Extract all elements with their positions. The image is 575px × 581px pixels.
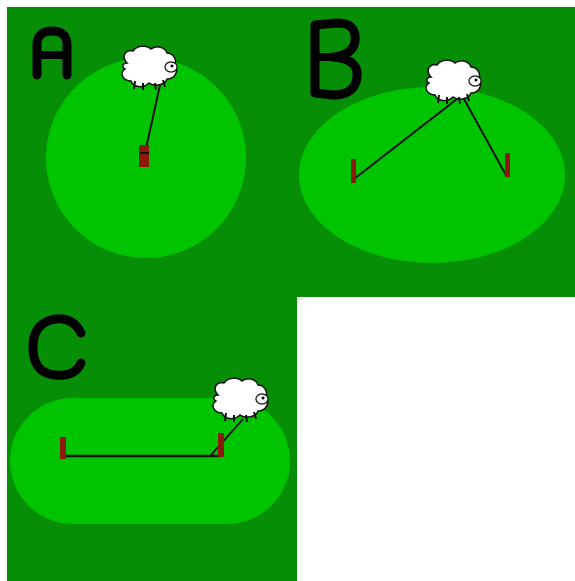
panel-a [7,7,295,297]
panel-b-stake-right-icon [505,153,510,177]
panel-c-sheep-icon [212,377,269,423]
panel-c-stake-left-icon [60,437,66,459]
panel-a-rope [144,84,161,154]
panel-a-svg [7,7,295,297]
panel-c-stake-right-icon [218,433,224,457]
panel-b-rope-left [353,98,458,180]
panel-b-svg [295,7,575,297]
panel-c-grazed-stadium [10,398,290,524]
panel-c-label [28,314,86,380]
panel-b-label [310,18,362,100]
panel-c-svg [7,297,297,581]
panel-c [7,297,297,581]
panel-b [295,7,575,297]
panel-a-stake-icon [139,145,149,167]
panel-a-label [32,26,72,80]
panel-b-grazed-ellipse [299,87,565,263]
panel-b-sheep-icon [425,59,482,105]
panel-b-stake-left-icon [351,159,356,183]
panel-a-sheep-icon [121,45,178,91]
panel-b-rope-right [463,98,508,178]
panel-c-rope [210,418,244,456]
